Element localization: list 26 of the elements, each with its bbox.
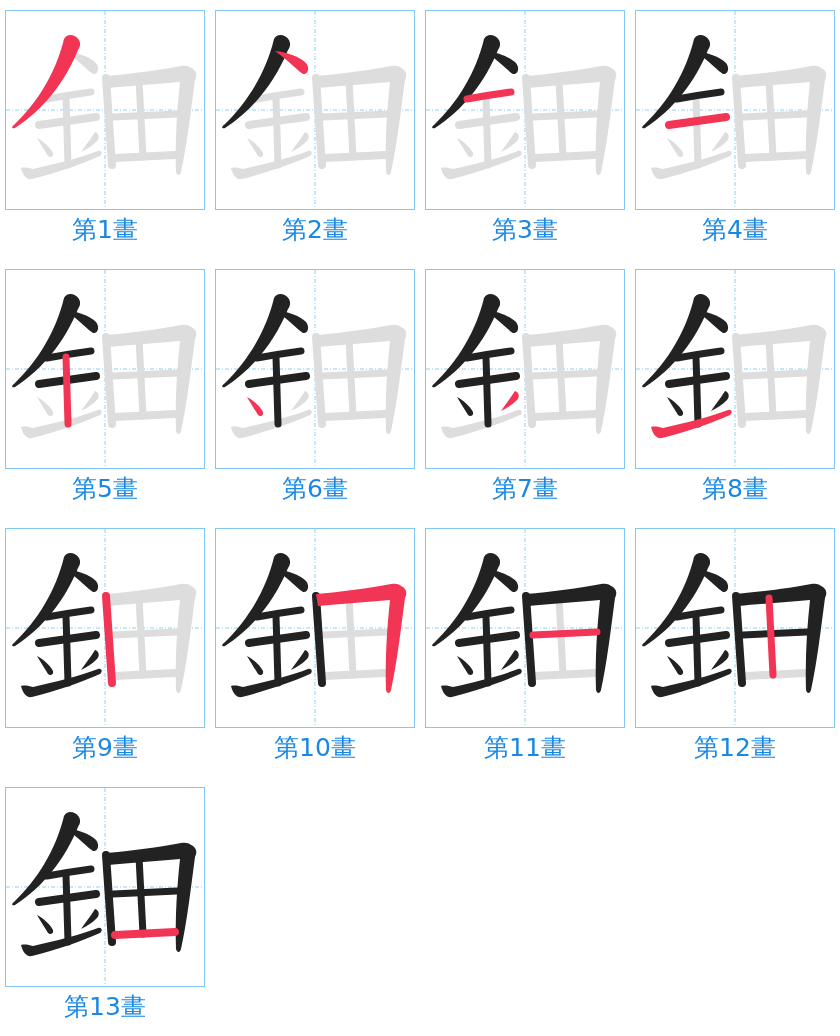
stroke-number-caption: 第12畫 <box>694 733 776 763</box>
stroke-number-caption: 第4畫 <box>702 215 768 245</box>
stroke-order-drawing <box>5 269 205 469</box>
stroke-number-caption: 第11畫 <box>484 733 566 763</box>
stroke-order-drawing <box>635 528 835 728</box>
stroke-number-caption: 第10畫 <box>274 733 356 763</box>
stroke-order-drawing <box>215 10 415 210</box>
stroke-order-drawing <box>425 528 625 728</box>
stroke-number-caption: 第2畫 <box>282 215 348 245</box>
stroke-number-caption: 第6畫 <box>282 474 348 504</box>
stroke-number-caption: 第9畫 <box>72 733 138 763</box>
stroke-number-caption: 第8畫 <box>702 474 768 504</box>
stroke-order-drawing <box>635 10 835 210</box>
stroke-order-drawing <box>425 269 625 469</box>
stroke-number-caption: 第13畫 <box>64 992 146 1022</box>
stroke-number-caption: 第3畫 <box>492 215 558 245</box>
stroke-order-drawing <box>215 528 415 728</box>
stroke-order-drawing <box>425 10 625 210</box>
stroke-order-drawing <box>5 10 205 210</box>
stroke-order-drawing <box>5 528 205 728</box>
stroke-order-drawing <box>215 269 415 469</box>
stroke-number-caption: 第1畫 <box>72 215 138 245</box>
stroke-order-drawing <box>5 787 205 987</box>
stroke-number-caption: 第7畫 <box>492 474 558 504</box>
stroke-number-caption: 第5畫 <box>72 474 138 504</box>
stroke-order-drawing <box>635 269 835 469</box>
